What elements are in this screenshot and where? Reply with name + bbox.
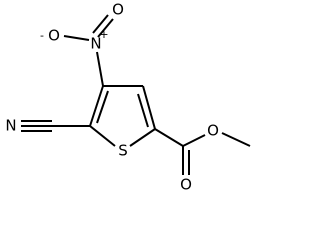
bond-c2-c3: [89, 85, 104, 127]
bond-nitro-n-o-double: [97, 18, 114, 38]
atom-oxygen-nitro-double: O: [112, 1, 124, 19]
bond-nitro-n-o-minus: [63, 35, 90, 41]
bond-c4-c5-inner: [137, 93, 149, 128]
atom-sulfur-ring: S: [118, 142, 128, 160]
bond-carbonyl-c-o-single: [182, 134, 206, 147]
bond-s-c2: [89, 125, 116, 147]
atom-oxygen-ester-carbonyl: O: [180, 176, 192, 194]
atom-oxygen-ester-single: O: [207, 122, 219, 140]
charge-minus: -: [40, 29, 44, 42]
bond-o-methyl: [221, 132, 251, 147]
atom-nitrogen-nitro: N: [90, 35, 101, 53]
bond-c5-carbonyl-c: [154, 128, 184, 147]
atom-nitrogen-nitrile: N: [5, 117, 16, 135]
bond-c3-nitro-n: [96, 51, 104, 87]
atom-oxygen-nitro-minus: O: [48, 27, 60, 45]
bond-nitro-n-o-double-2: [92, 14, 109, 34]
chemical-structure: O - N + O N S O O: [5, 1, 251, 194]
bond-c2-c3-inner: [96, 90, 109, 124]
charge-plus: +: [99, 28, 108, 41]
bond-c4-c5: [142, 85, 156, 130]
bond-c5-s: [129, 128, 156, 147]
